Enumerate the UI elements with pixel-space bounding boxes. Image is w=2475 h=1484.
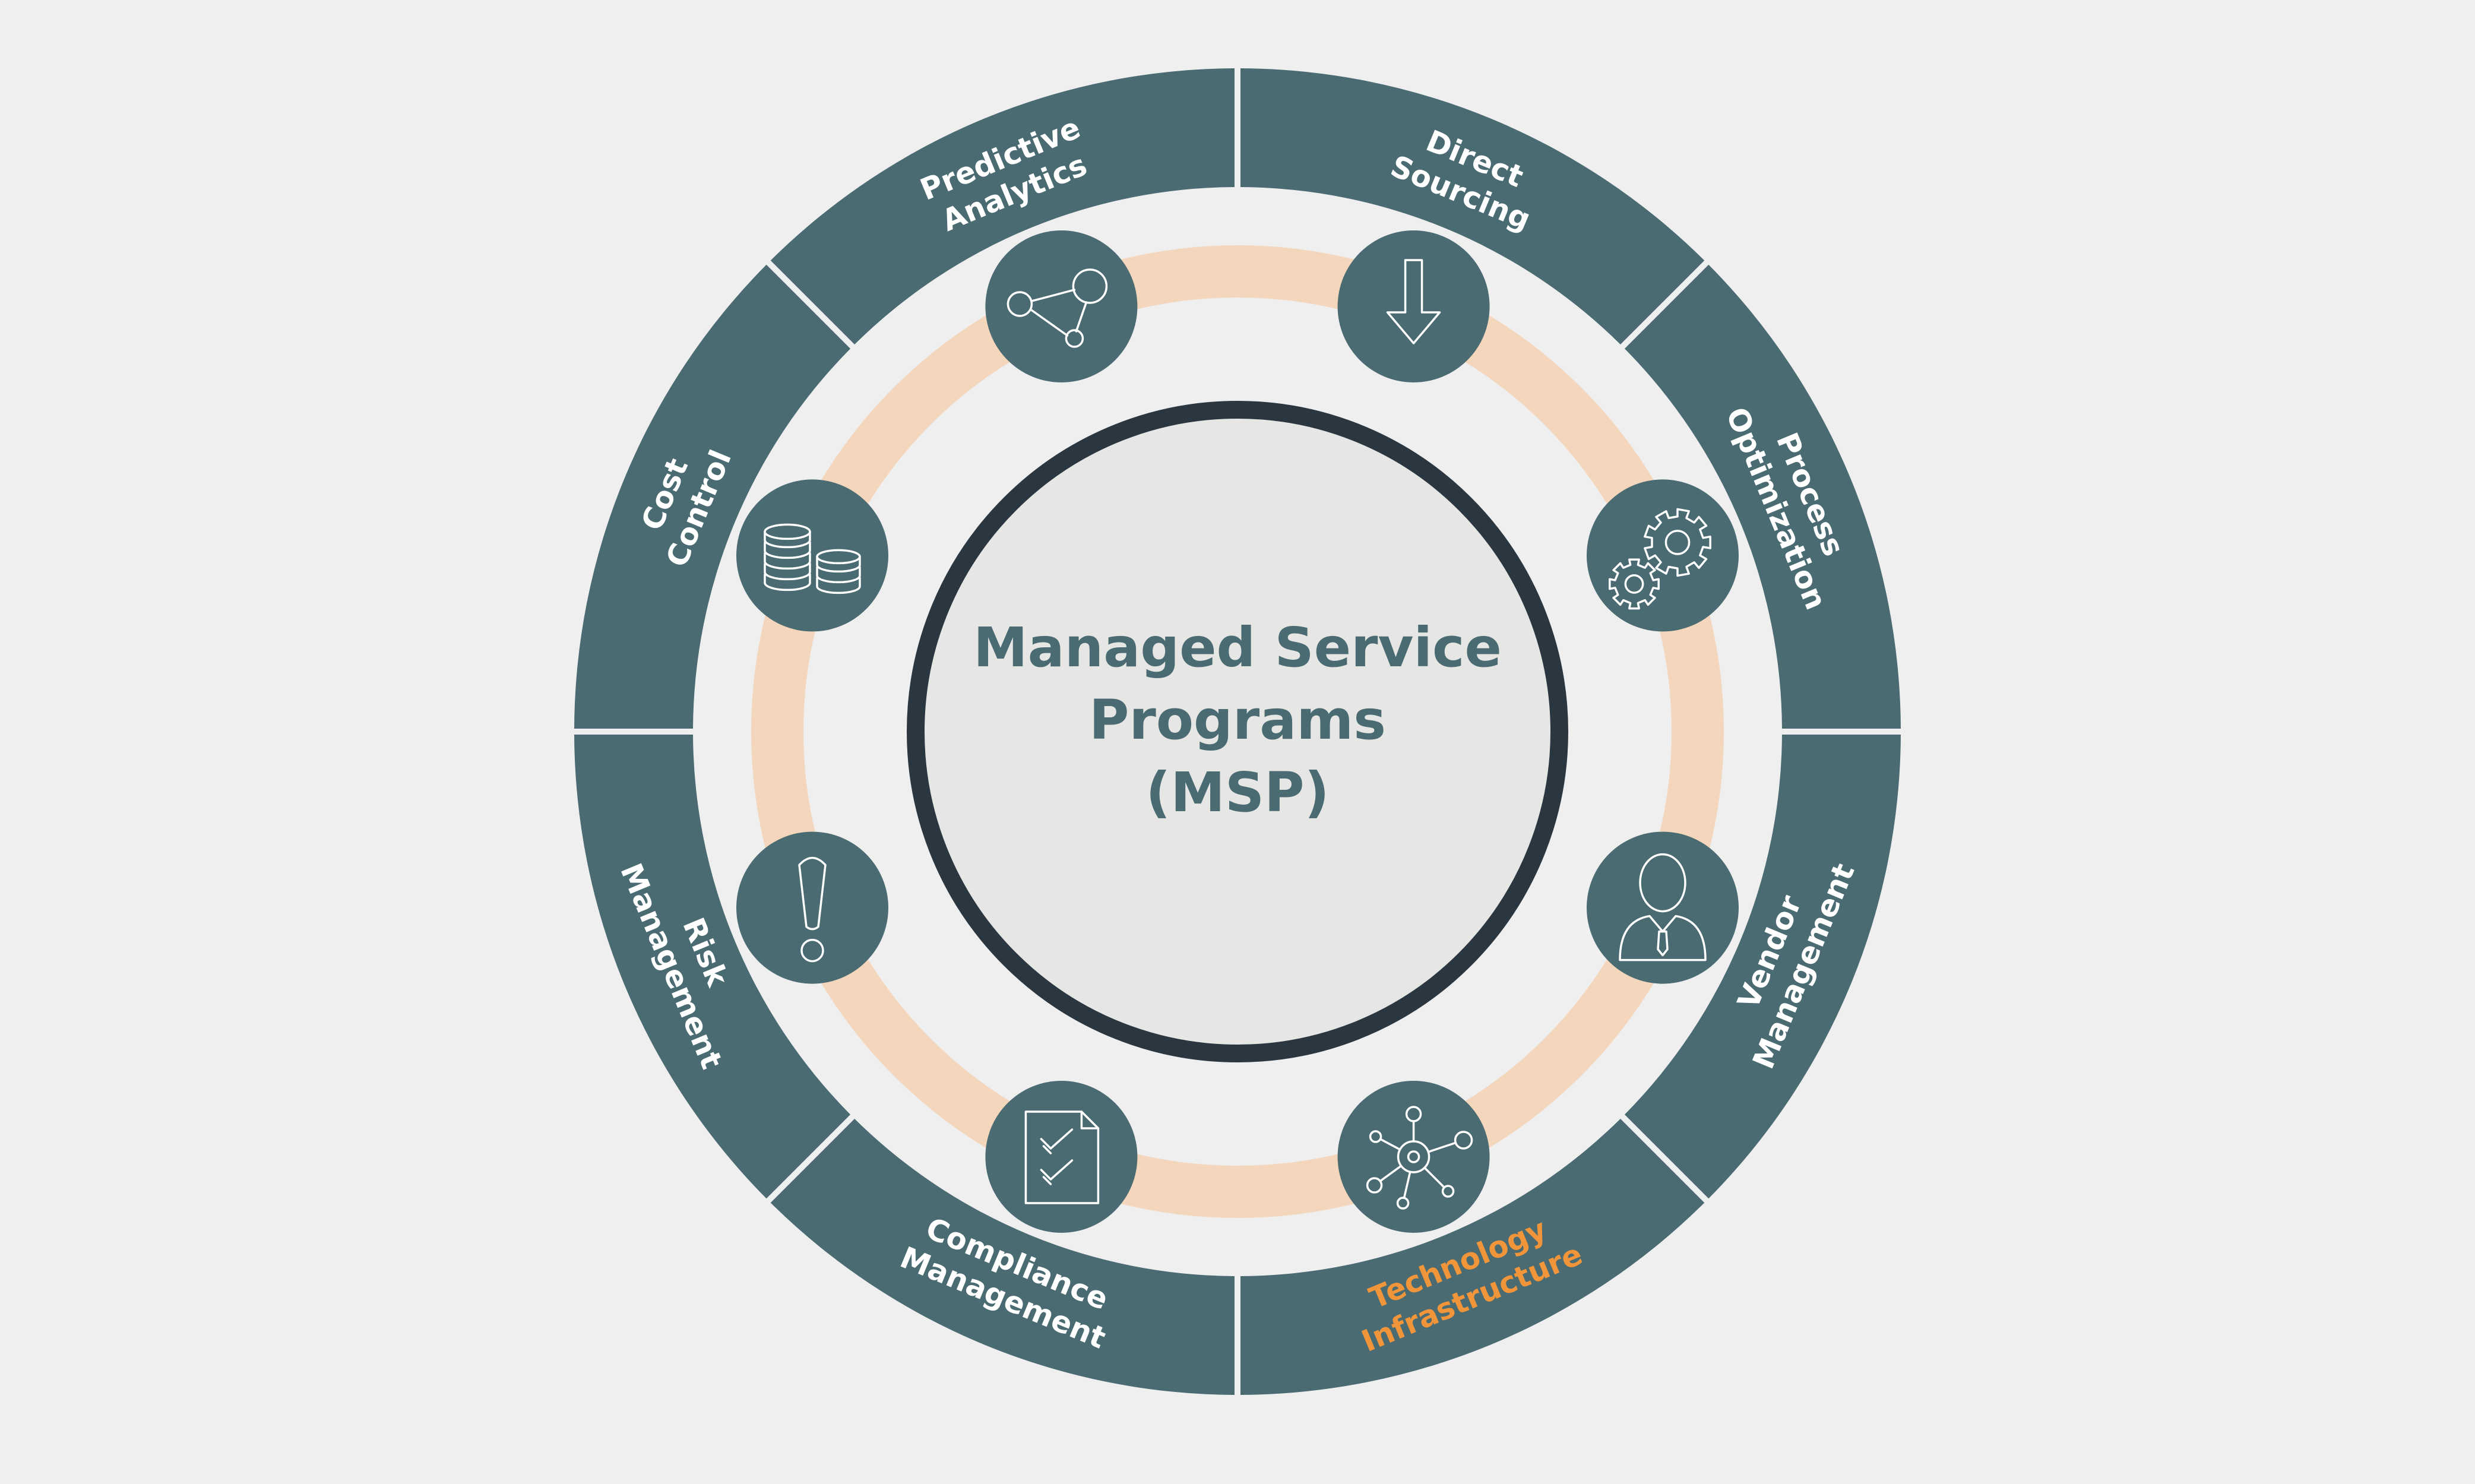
center-title-line-3: (MSP): [1145, 761, 1329, 824]
segment-direct-sourcing: [1240, 68, 1705, 345]
segment-predictive-analytics: [770, 68, 1235, 345]
exclamation-icon: [736, 831, 888, 984]
segment-risk-management: [574, 735, 851, 1199]
gears-icon: [1587, 479, 1739, 632]
network-hub-icon: [1337, 1081, 1490, 1233]
coin-stacks-icon: [736, 479, 888, 632]
person-icon: [1587, 831, 1739, 984]
inner-connector-ring: [751, 245, 1724, 1218]
center-title-line-2: Programs: [1089, 688, 1386, 752]
segment-process-optimization: [1624, 264, 1901, 729]
segment-cost-control: [574, 264, 851, 729]
checklist-document-icon: [985, 1081, 1138, 1233]
segment-icons: [736, 230, 1739, 1233]
connected-nodes-icon: [985, 230, 1138, 382]
segment-technology-infrastructure: [1240, 1118, 1705, 1395]
center-circle: [907, 401, 1568, 1062]
segment-compliance-management: [770, 1118, 1235, 1395]
segment-vendor-management: [1624, 735, 1901, 1199]
download-arrow-icon: [1337, 230, 1490, 382]
center-title-line-1: Managed Service: [973, 616, 1502, 679]
outer-segments-ring: [574, 68, 1901, 1395]
